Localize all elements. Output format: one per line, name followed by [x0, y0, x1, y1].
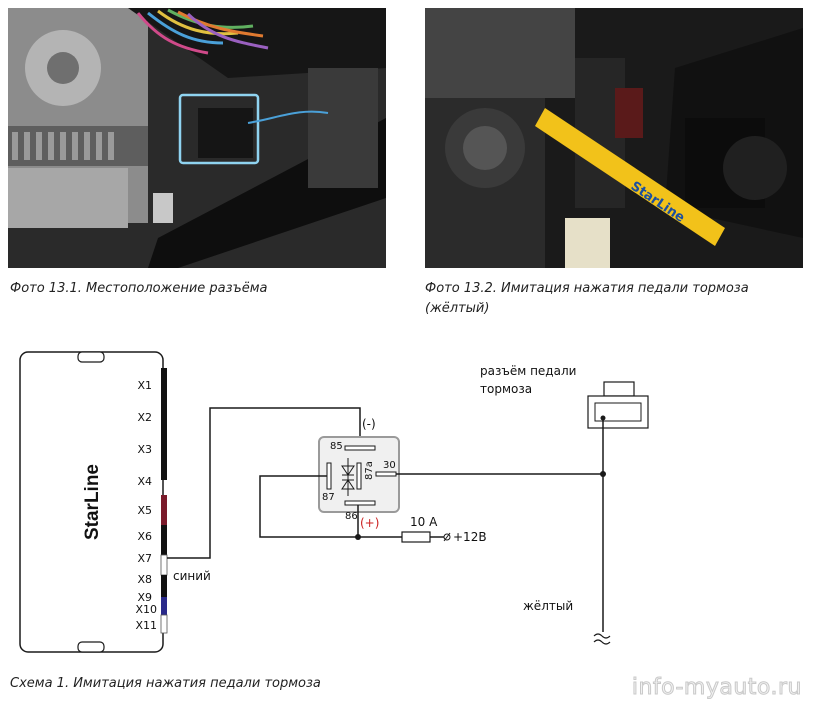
brake-pedal-connector	[587, 381, 649, 429]
pin-x3: X3	[137, 443, 152, 456]
starline-unit: StarLine	[19, 351, 168, 653]
relay-pin-87a: 87a	[364, 461, 375, 480]
pin-x9: X9	[137, 591, 152, 604]
relay-minus-label: (-)	[362, 417, 376, 431]
yellow-pry-tool	[535, 108, 725, 246]
photo-brake-pedal-imitation: StarLine	[425, 8, 803, 268]
pin-x6: X6	[137, 530, 152, 543]
diagram-caption: Схема 1. Имитация нажатия педали тормоза	[10, 676, 321, 691]
pin-x1: X1	[137, 379, 152, 392]
connector-label-line2: тормоза	[480, 382, 532, 396]
photo-caption-2: Фото 13.2. Имитация нажатия педали тормо…	[425, 281, 749, 316]
photo-connector-location	[8, 8, 386, 268]
pin-x5: X5	[137, 504, 152, 517]
pin-x8: X8	[137, 573, 152, 586]
relay-pin-30: 30	[383, 460, 396, 471]
photo-caption-1: Фото 13.1. Местоположение разъёма	[10, 281, 268, 296]
unit-brand-logo: StarLine	[82, 464, 103, 540]
fuse	[401, 531, 431, 543]
pin-x11: X11	[135, 619, 157, 632]
wire-yellow-label: жёлтый	[523, 599, 573, 613]
relay-pin-85: 85	[330, 441, 343, 452]
pin-x7: X7	[137, 552, 152, 565]
relay-pin-87: 87	[322, 492, 335, 503]
relay: 85 86 87 87a 30	[318, 436, 400, 522]
pin-x4: X4	[137, 475, 152, 488]
relay-pin-86: 86	[345, 511, 358, 522]
pin-x2: X2	[137, 411, 152, 424]
relay-plus-label: (+)	[360, 516, 379, 530]
pin-x10: X10	[135, 603, 157, 616]
fuse-label: 10 A	[410, 515, 438, 529]
wire-blue	[167, 407, 361, 559]
supply-label: +12В	[453, 530, 487, 544]
watermark: info-myauto.ru	[631, 675, 802, 701]
highlight-box	[178, 93, 260, 165]
connector-label-line1: разъём педали	[480, 364, 576, 378]
wire-blue-label: синий	[173, 569, 211, 583]
wiring-diagram: StarLine X1 X2 X3 X4 X5 X6 X7 X8 X9 X10 …	[19, 351, 649, 653]
